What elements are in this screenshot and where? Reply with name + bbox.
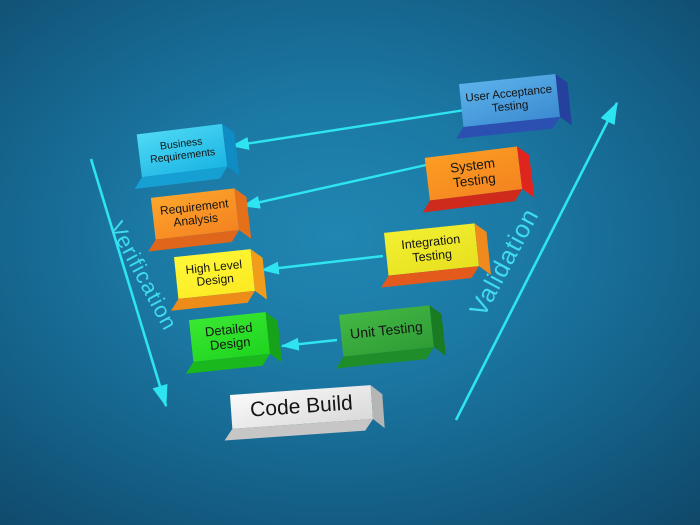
box-system-testing: System Testing [424,146,523,201]
box-requirement-analysis-label: Requirement Analysis [159,196,230,230]
arrow-system-testing-to-requirement-analysis [241,163,427,209]
box-user-acceptance-testing-label: User Acceptance Testing [464,83,553,115]
box-detailed-design-label: Detailed Design [204,319,254,354]
box-unit-testing-label: Unit Testing [349,318,424,343]
arrow-integration-testing-to-high-level-design [260,254,384,275]
box-unit-testing: Unit Testing [339,305,434,357]
box-code-build-label: Code Build [249,391,354,423]
box-requirement-analysis: Requirement Analysis [150,188,240,240]
box-user-acceptance-testing: User Acceptance Testing [459,74,560,127]
box-high-level-design-label: High Level Design [184,256,243,289]
box-business-requirements-label: Business Requirements [149,135,216,166]
box-integration-testing-label: Integration Testing [400,231,461,265]
box-system-testing-label: System Testing [449,155,497,191]
box-integration-testing: Integration Testing [384,223,479,276]
arrow-uat-to-business-requirements [230,108,466,150]
box-code-build: Code Build [229,385,374,429]
box-high-level-design: High Level Design [174,249,255,299]
box-detailed-design: Detailed Design [189,312,270,362]
arrow-unit-testing-to-detailed-design [280,337,338,351]
box-business-requirements: Business Requirements [136,123,228,178]
